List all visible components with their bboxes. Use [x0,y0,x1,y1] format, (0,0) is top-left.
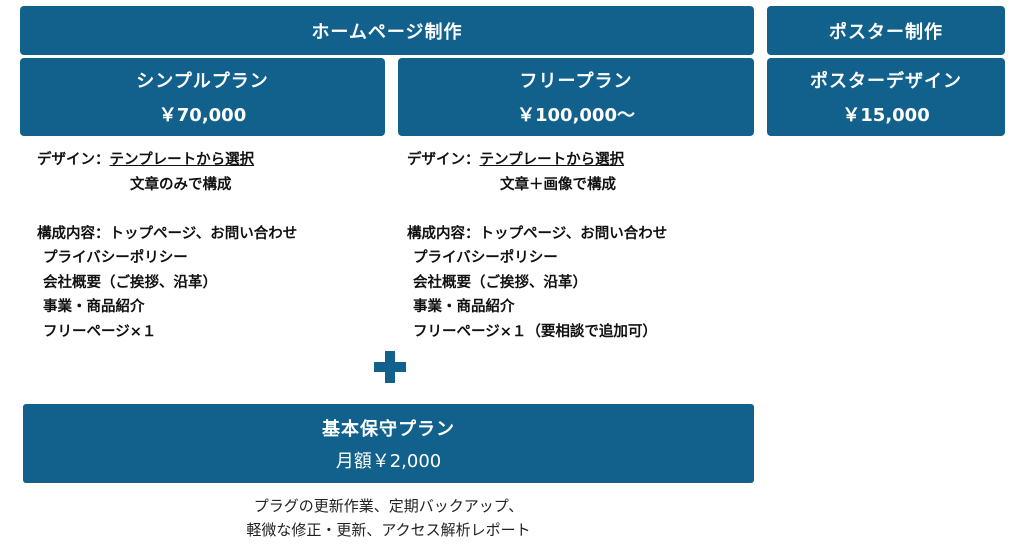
simple-plan-card: シンプルプラン ￥70,000 [20,58,385,136]
content-item: 事業・商品紹介 [413,299,515,315]
plan-name: フリープラン [519,71,633,92]
plan-price: 月額￥2,000 [335,450,442,472]
homepage-header-title: ホームページ制作 [311,21,463,43]
note-line: 軽微な修正・更新、アクセス解析レポート [246,521,531,539]
content-label: 構成内容： [37,225,110,242]
free-plan-card: フリープラン ￥100,000〜 [398,58,754,136]
design-label: デザイン： [37,152,110,168]
plus-icon [374,351,406,383]
spacer [407,197,667,222]
design-label: デザイン： [407,152,480,168]
plan-price: ￥70,000 [158,105,247,126]
design-value: テンプレートから選択 [109,152,255,168]
content-label: 構成内容： [407,225,480,242]
plan-name: 基本保守プラン [322,418,455,440]
content-item: プライバシーポリシー [413,250,558,266]
maintenance-notes: プラグの更新作業、定期バックアップ、軽微な修正・更新、アクセス解析レポート [23,494,754,542]
plan-price: ￥100,000〜 [517,105,635,126]
spacer [37,197,297,222]
content-item: 事業・商品紹介 [43,299,145,315]
content-item: フリーページ×１（要相談で追加可） [413,323,657,340]
content-item: 会社概要（ご挨拶、沿革） [43,274,217,291]
homepage-section-header: ホームページ制作 [20,6,754,55]
note-line: プラグの更新作業、定期バックアップ、 [253,497,524,515]
design-value: テンプレートから選択 [479,152,625,168]
content-item: 会社概要（ご挨拶、沿革） [413,274,587,291]
design-note: 文章＋画像で構成 [500,176,616,193]
poster-design-card: ポスターデザイン ￥15,000 [767,58,1005,136]
maintenance-plan-card: 基本保守プラン月額￥2,000 [23,404,754,483]
content-item: トップページ、お問い合わせ [479,225,668,242]
free-plan-details: デザイン：テンプレートから選択文章＋画像で構成構成内容：トップページ、お問い合わ… [407,148,667,344]
content-item: トップページ、お問い合わせ [109,225,298,242]
plan-name: ポスターデザイン [810,71,962,92]
poster-header-title: ポスター制作 [829,21,943,43]
poster-section-header: ポスター制作 [767,6,1005,55]
content-item: プライバシーポリシー [43,250,188,266]
design-note: 文章のみで構成 [130,176,232,193]
content-item: フリーページ×１ [43,323,157,340]
plan-price: ￥15,000 [842,105,930,126]
simple-plan-details: デザイン：テンプレートから選択文章のみで構成構成内容：トップページ、お問い合わせ… [37,148,297,344]
plan-name: シンプルプラン [136,71,269,92]
